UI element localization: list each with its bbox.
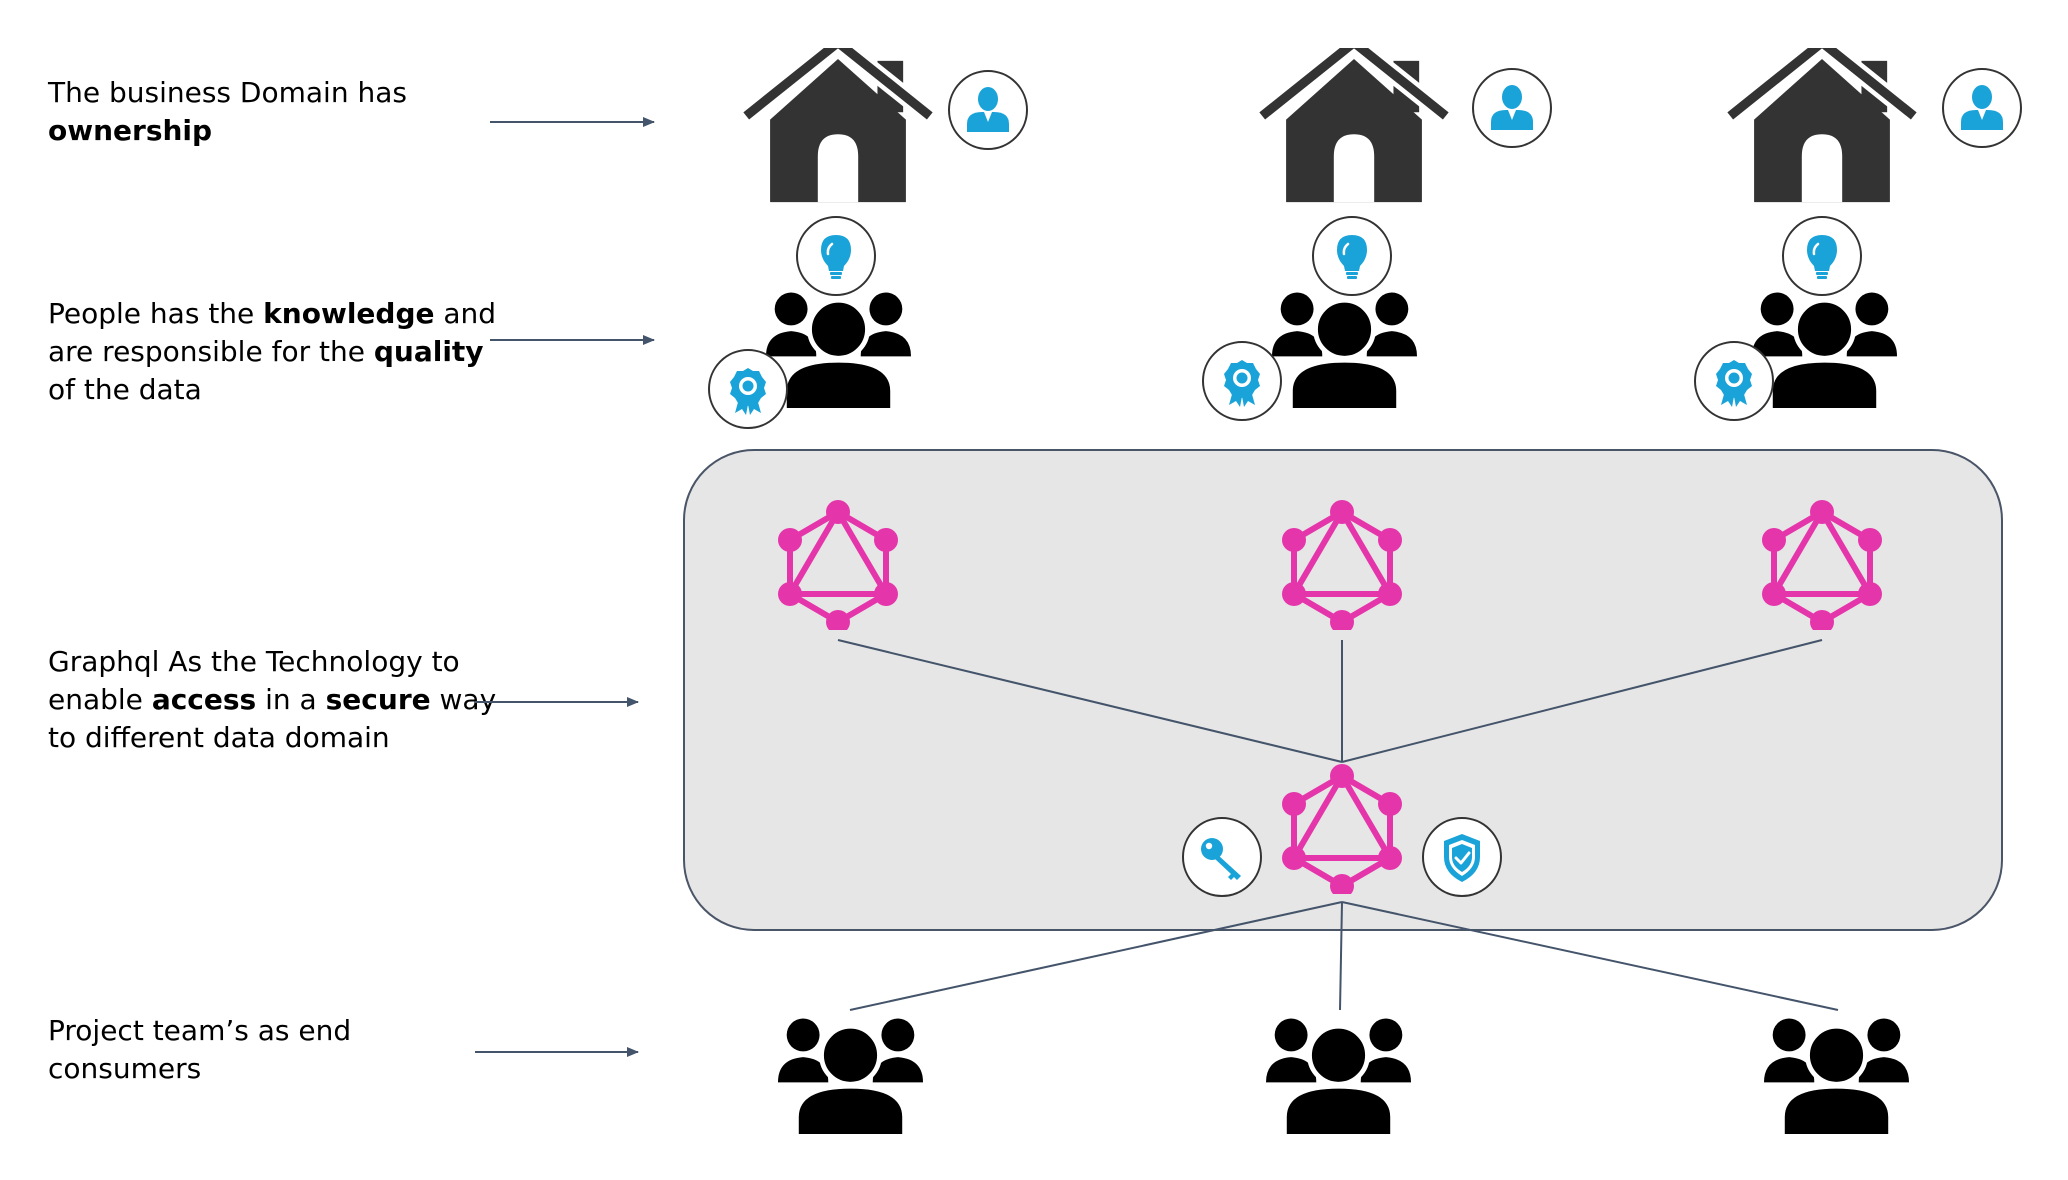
quality-badge	[708, 349, 788, 429]
access-badge	[1182, 817, 1262, 897]
knowledge-line-1-pre: People has the	[48, 297, 264, 330]
connector-line	[1341, 901, 1839, 1011]
consumers-line-2: consumers	[48, 1052, 202, 1085]
people-group-icon	[1752, 293, 1897, 411]
connector-line	[1341, 639, 1823, 763]
owner-badge	[1942, 68, 2022, 148]
consumer-people-group-icon	[1266, 1019, 1411, 1137]
ownership-bold: ownership	[48, 114, 213, 147]
connector-line	[849, 901, 1343, 1011]
domain-column-1	[708, 42, 1028, 429]
knowledge-badge	[1312, 216, 1392, 296]
knowledge-bold: knowledge	[263, 297, 435, 330]
security-badge	[1422, 817, 1502, 897]
consumer-people-group-icon	[778, 1019, 923, 1137]
domain-column-2	[1202, 42, 1552, 421]
access-bold: access	[151, 683, 257, 716]
secure-bold: secure	[325, 683, 431, 716]
graphql-gateway	[1182, 764, 1502, 897]
consumer-people-group-icon	[1764, 1019, 1909, 1137]
technology-line-2-pre: enable	[48, 683, 152, 716]
house-icon	[746, 42, 930, 202]
owner-badge	[948, 70, 1028, 150]
knowledge-line-3: of the data	[48, 373, 202, 406]
connector-line	[1339, 901, 1343, 1011]
knowledge-line-1-post: and	[434, 297, 497, 330]
technology-line-1: Graphql As the Technology to	[48, 645, 460, 678]
ownership-line-1: The business Domain has	[48, 76, 407, 109]
domain-column-3	[1694, 42, 2022, 421]
row-label-knowledge: People has the knowledge and are respons…	[48, 295, 496, 409]
technology-line-3: to different data domain	[48, 721, 390, 754]
row-label-technology: Graphql As the Technology to enable acce…	[48, 643, 496, 757]
technology-line-2-mid: in a	[256, 683, 326, 716]
connector-line	[837, 639, 1343, 763]
owner-badge	[1472, 68, 1552, 148]
technology-line-2-post: way	[430, 683, 497, 716]
knowledge-line-2-pre: are responsible for the	[48, 335, 374, 368]
house-icon	[1730, 42, 1914, 202]
quality-bold: quality	[373, 335, 484, 368]
knowledge-badge	[796, 216, 876, 296]
row-label-consumers: Project team’s as end consumers	[48, 1012, 351, 1088]
house-icon	[1262, 42, 1446, 202]
knowledge-badge	[1782, 216, 1862, 296]
consumers-line-1: Project team’s as end	[48, 1014, 352, 1047]
row-label-ownership: The business Domain has ownership	[48, 74, 407, 150]
quality-badge	[1694, 341, 1774, 421]
people-group-icon	[1272, 293, 1417, 411]
quality-badge	[1202, 341, 1282, 421]
